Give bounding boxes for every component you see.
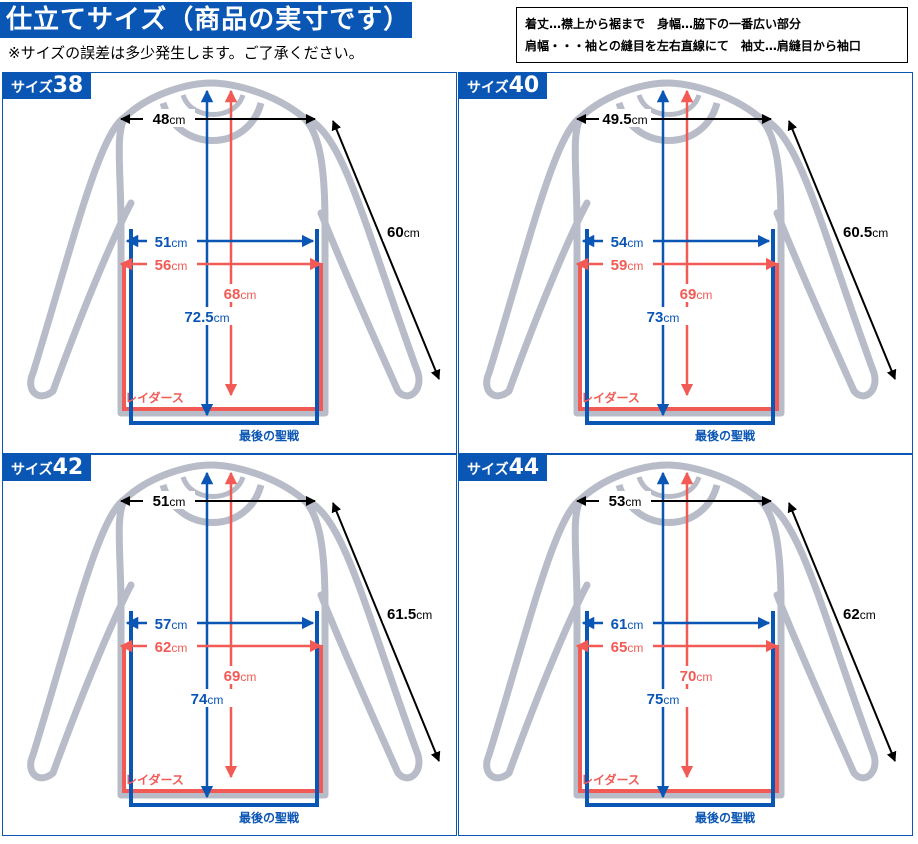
chest-blue-label: 61cm	[611, 616, 644, 633]
header: 仕立てサイズ（商品の実寸です） ※サイズの誤差は多少発生します。ご了承ください。…	[0, 0, 918, 72]
red-body-outline	[578, 263, 779, 411]
size-number: 42	[52, 455, 84, 480]
length-red-label: 69cm	[224, 668, 257, 685]
size-panel-38: 48cm 60cm 51cm 56cm 68cm 72.5cm レイダース最後の聖戦 サイズ3…	[2, 72, 457, 454]
left-sleeve	[483, 113, 591, 400]
blue-body-outline	[585, 611, 775, 807]
blue-layer-label: 最後の聖戦	[239, 428, 300, 443]
red-layer-label: レイダース	[581, 390, 640, 405]
chest-blue-label: 51cm	[155, 234, 188, 251]
shoulder-width-label: 49.5cm	[602, 111, 647, 128]
sleeve-arrow	[787, 502, 897, 762]
blue-layer-label: 最後の聖戦	[239, 810, 300, 825]
legend-line-2: 肩幅・・・袖との縫目を左右直線にて 袖丈…肩縫目から袖口	[525, 39, 861, 53]
length-blue-label: 73cm	[647, 309, 680, 326]
chest-red-label: 56cm	[155, 257, 188, 274]
sleeve-length-label: 60.5cm	[843, 224, 888, 241]
length-red-label: 68cm	[224, 286, 257, 303]
shoulder-width-label: 53cm	[609, 493, 642, 510]
sleeve-length-label: 62cm	[843, 606, 876, 623]
length-blue-label: 75cm	[647, 691, 680, 708]
size-tag: サイズ42	[3, 455, 92, 481]
left-sleeve	[27, 113, 135, 400]
size-prefix: サイズ	[467, 80, 509, 96]
left-sleeve	[27, 495, 135, 782]
size-number: 38	[52, 73, 84, 98]
blue-layer-label: 最後の聖戦	[695, 428, 756, 443]
length-blue-label: 72.5cm	[184, 309, 229, 326]
sleeve-arrow	[331, 120, 441, 380]
red-layer-label: レイダース	[125, 390, 184, 405]
sleeve-arrow	[787, 120, 897, 380]
chest-red-label: 59cm	[611, 257, 644, 274]
length-red-label: 69cm	[680, 286, 713, 303]
chest-red-label: 65cm	[611, 639, 644, 656]
blue-body-outline	[129, 611, 319, 807]
size-error-note: ※サイズの誤差は多少発生します。ご了承ください。	[8, 44, 364, 62]
blue-body-outline	[585, 229, 775, 425]
length-red-label: 70cm	[680, 668, 713, 685]
size-tag: サイズ40	[459, 73, 548, 99]
shoulder-width-label: 51cm	[153, 493, 186, 510]
red-body-outline	[578, 645, 779, 793]
blue-layer-label: 最後の聖戦	[695, 810, 756, 825]
chest-blue-label: 57cm	[155, 616, 188, 633]
shoulder-width-label: 48cm	[153, 111, 186, 128]
chest-blue-label: 54cm	[611, 234, 644, 251]
red-layer-label: レイダース	[581, 772, 640, 787]
sleeve-arrow	[331, 502, 441, 762]
measurement-legend: 着丈…襟上から裾まで 身幅…脇下の一番広い部分 肩幅・・・袖との縫目を左右直線に…	[516, 7, 908, 63]
sleeve-length-label: 61.5cm	[387, 606, 432, 623]
size-prefix: サイズ	[467, 462, 509, 478]
chest-red-label: 62cm	[155, 639, 188, 656]
size-prefix: サイズ	[11, 80, 53, 96]
size-prefix: サイズ	[11, 462, 53, 478]
left-sleeve	[483, 495, 591, 782]
size-tag: サイズ38	[3, 73, 92, 99]
size-number: 44	[508, 455, 540, 480]
size-tag: サイズ44	[459, 455, 548, 481]
legend-line-1: 着丈…襟上から裾まで 身幅…脇下の一番広い部分	[525, 17, 802, 31]
page-title: 仕立てサイズ（商品の実寸です）	[0, 2, 412, 38]
red-body-outline	[122, 263, 323, 411]
blue-body-outline	[129, 229, 319, 425]
sleeve-length-label: 60cm	[387, 224, 420, 241]
length-blue-label: 74cm	[191, 691, 224, 708]
size-number: 40	[508, 73, 540, 98]
red-layer-label: レイダース	[125, 772, 184, 787]
red-body-outline	[122, 645, 323, 793]
